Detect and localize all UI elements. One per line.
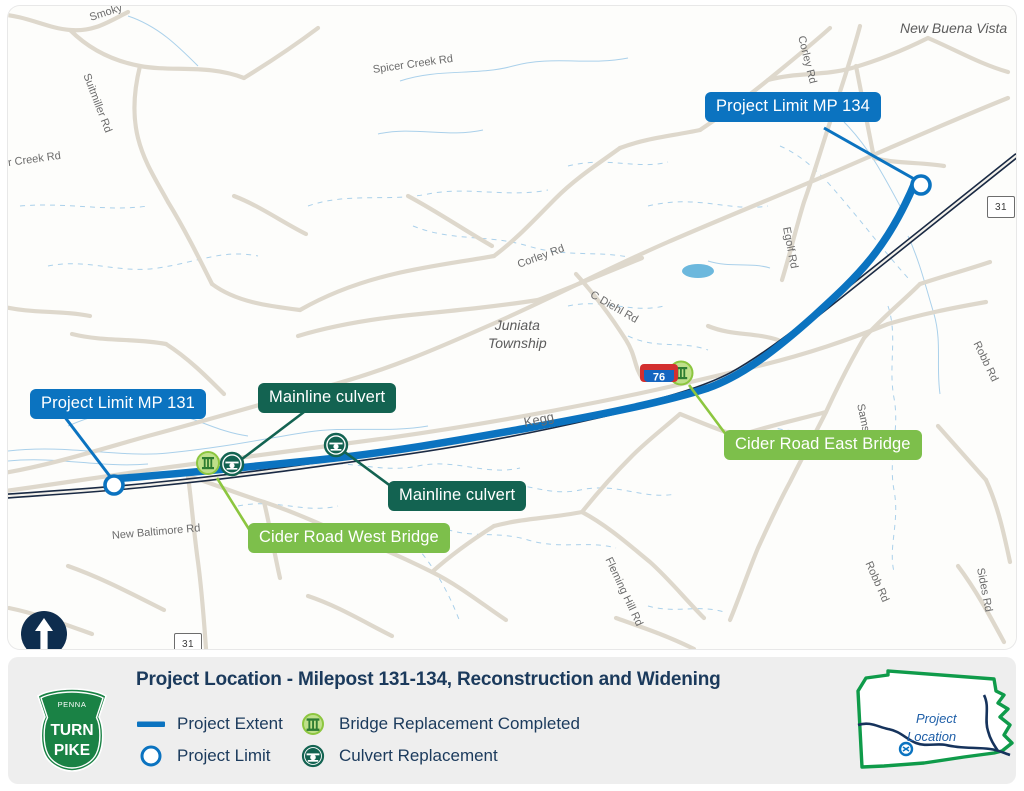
interstate-76-shield[interactable]: 76 — [640, 364, 678, 384]
route-shield-31-south[interactable]: 31 — [174, 633, 202, 649]
legend-item-project-limit[interactable]: Project Limit — [136, 741, 271, 771]
pa-inset-label-line2: Location — [907, 729, 956, 744]
legend-label-project-extent: Project Extent — [177, 714, 283, 733]
project-extent-line-swatch — [136, 709, 166, 739]
leader-cider-east — [687, 384, 732, 441]
route-shield-31-east[interactable]: 31 — [987, 196, 1015, 218]
legend-label-project-limit: Project Limit — [177, 746, 271, 765]
pa-turnpike-logo: PENNA TURN PIKE — [37, 688, 107, 772]
pennsylvania-inset-map[interactable]: Project Location — [844, 665, 1020, 777]
place-label-new-buena-vista: New Buena Vista — [900, 20, 1008, 36]
pond — [682, 264, 714, 278]
svg-text:76: 76 — [653, 372, 665, 384]
legend-label-bridge-replacement: Bridge Replacement Completed — [339, 714, 580, 733]
project-limit-marker-mp131[interactable] — [103, 474, 125, 496]
place-label-juniata-line1: Juniata — [494, 317, 540, 333]
place-label-juniata-line2: Township — [488, 334, 547, 351]
leader-mp131 — [62, 415, 114, 480]
project-limit-marker-mp134[interactable] — [910, 174, 932, 196]
callout-project-limit-mp134[interactable]: Project Limit MP 134 — [705, 92, 881, 122]
callout-mainline-culvert-east[interactable]: Mainline culvert — [388, 481, 527, 511]
culvert-marker-west[interactable] — [219, 451, 245, 477]
map-panel[interactable]: 76 Smoky Spicer Creek Rd Suitmiller Rd e… — [8, 6, 1016, 649]
pa-state-outline — [856, 669, 1014, 769]
bridge-icon — [298, 709, 328, 739]
pa-turnpike-line — [857, 722, 1011, 757]
logo-text-pike: PIKE — [54, 742, 90, 759]
legend-item-bridge-replacement[interactable]: Bridge Replacement Completed — [298, 709, 580, 739]
leader-cider-west — [215, 477, 254, 535]
place-label-juniata-township: Juniata Township — [488, 317, 547, 353]
pa-inset-label-line1: Project — [916, 711, 958, 726]
culvert-icon — [298, 741, 328, 771]
culvert-marker-east[interactable] — [323, 432, 349, 458]
legend-panel: PENNA TURN PIKE Project Location - Milep… — [8, 657, 1016, 784]
legend-label-culvert-replacement: Culvert Replacement — [339, 746, 498, 765]
logo-text-penna: PENNA — [58, 700, 87, 709]
bridge-marker-cider-west[interactable] — [196, 451, 220, 475]
callout-mainline-culvert-west[interactable]: Mainline culvert — [258, 383, 397, 413]
project-limit-circle-swatch — [136, 741, 166, 771]
legend-title: Project Location - Milepost 131-134, Rec… — [136, 669, 721, 690]
callout-project-limit-mp131[interactable]: Project Limit MP 131 — [30, 389, 206, 419]
callout-cider-road-east-bridge[interactable]: Cider Road East Bridge — [724, 430, 922, 460]
logo-text-turn: TURN — [50, 722, 93, 739]
pa-northeast-extension-line — [982, 694, 1000, 752]
callout-cider-road-west-bridge[interactable]: Cider Road West Bridge — [248, 523, 450, 553]
legend-item-project-extent[interactable]: Project Extent — [136, 709, 283, 739]
project-extent-line[interactable] — [108, 176, 920, 483]
legend-item-culvert-replacement[interactable]: Culvert Replacement — [298, 741, 498, 771]
leader-culvert-west — [237, 410, 305, 464]
north-arrow-icon — [21, 611, 67, 649]
pa-project-marker-cross — [902, 746, 910, 752]
leader-mp134 — [823, 126, 917, 182]
leader-culvert-east — [341, 448, 397, 492]
